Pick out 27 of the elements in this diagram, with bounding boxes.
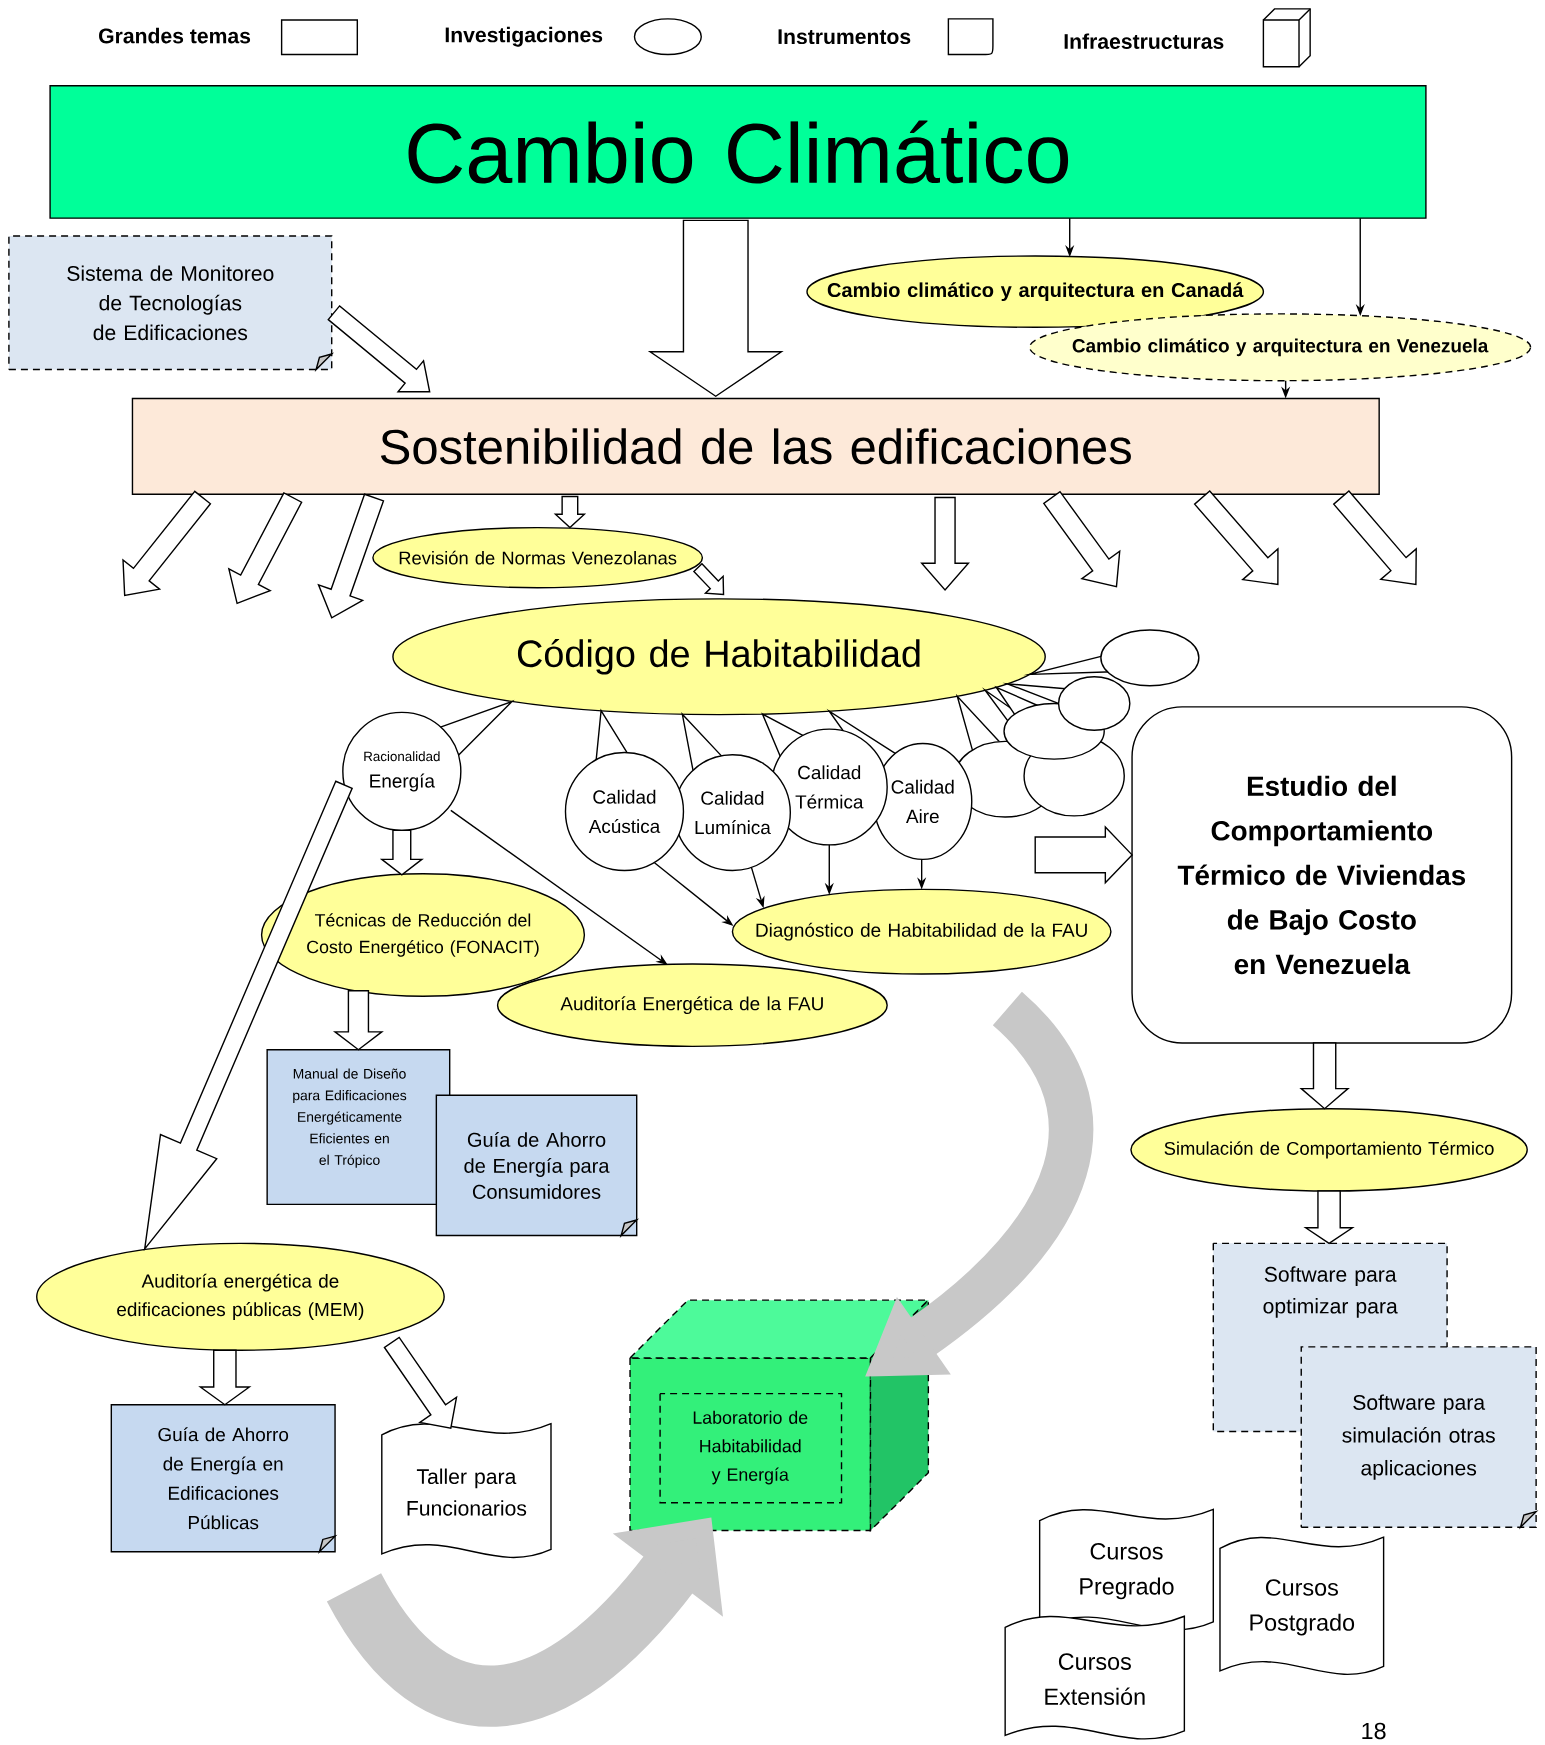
speech-bubble xyxy=(1023,629,1200,687)
speech-bubble: Calidad Acústica xyxy=(564,708,685,872)
block-arrow xyxy=(553,495,587,529)
page-number: 18 xyxy=(1362,1722,1386,1740)
block-arrow xyxy=(317,493,385,619)
speech-bubble xyxy=(1002,676,1131,731)
legend-entry: Instrumentos xyxy=(778,18,994,56)
topic-box: Cambio Climático xyxy=(49,85,1427,219)
block-arrow xyxy=(1303,1190,1355,1245)
topic-box: Sostenibilidad de las edificaciones xyxy=(131,397,1380,495)
block-arrow xyxy=(332,989,384,1051)
speech-bubble: Racionalidad Energía xyxy=(342,699,515,832)
document-note: Manual de Diseño para Edificaciones Energéticamente Eficientes en el Trópico xyxy=(266,1049,451,1206)
block-arrow xyxy=(647,219,784,398)
block-arrow xyxy=(198,1349,252,1406)
legend-entry: Infraestructuras xyxy=(1064,8,1311,68)
block-arrow xyxy=(1299,1042,1350,1110)
rounded-box: Estudio del Comportamiento Térmico de Viviendas de Bajo Costo en Venezuela xyxy=(1131,706,1513,1044)
speech-bubble: Calidad Lumínica xyxy=(673,712,792,872)
block-arrow xyxy=(122,490,212,597)
legend-entry: Investigaciones xyxy=(445,18,702,56)
block-arrow xyxy=(1193,490,1279,586)
block-arrow xyxy=(1034,825,1133,885)
block-arrow xyxy=(383,1336,458,1429)
block-arrow xyxy=(920,496,970,592)
block-arrow xyxy=(379,829,424,876)
legend-entry: Grandes temas xyxy=(99,19,358,56)
